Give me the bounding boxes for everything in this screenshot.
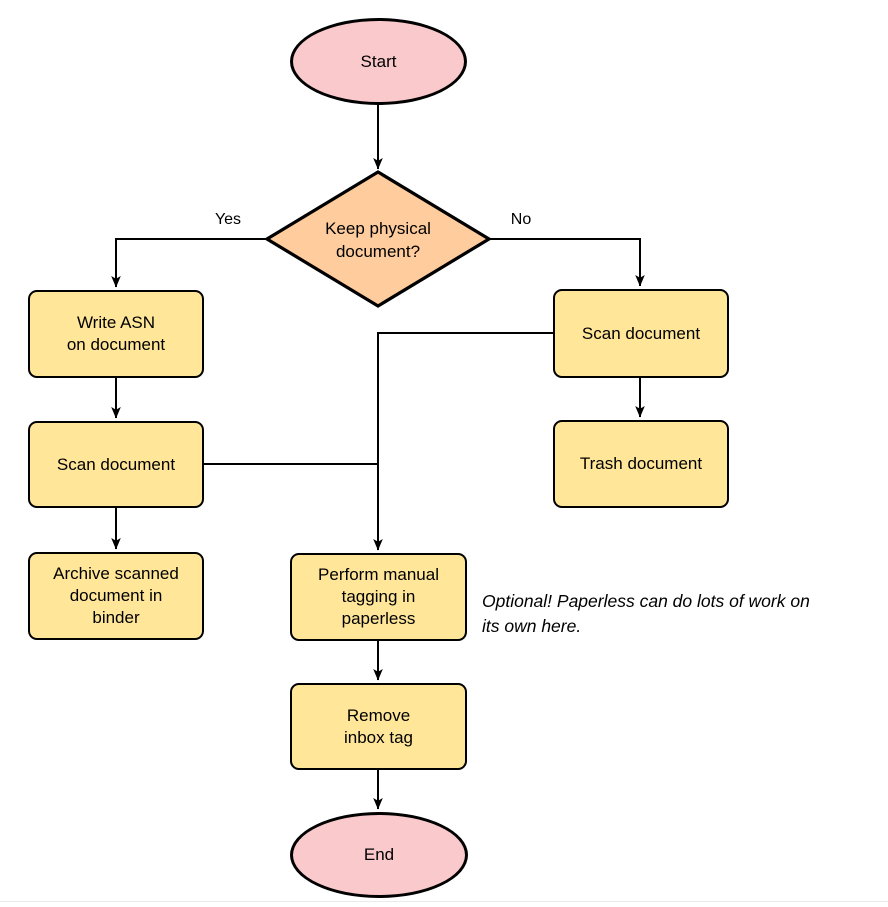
- node-manual-tagging: Perform manual tagging in paperless: [290, 553, 467, 641]
- edge-decision-yes-to-write-asn: [111, 238, 267, 288]
- node-end: End: [290, 812, 468, 898]
- annotation-note: Optional! Paperless can do lots of work …: [482, 591, 810, 636]
- edge-label-yes: Yes: [214, 211, 242, 228]
- edge-label-no: No: [510, 211, 532, 228]
- node-scan-document-right: Scan document: [553, 289, 729, 378]
- node-start: Start: [290, 18, 467, 105]
- node-write-asn: Write ASN on document: [28, 290, 204, 378]
- bottom-divider: [0, 901, 888, 902]
- edge-scan-right-to-tagging: [373, 332, 553, 551]
- node-remove-inbox-tag: Remove inbox tag: [290, 683, 467, 770]
- node-decision-label: Keep physical document?: [325, 219, 431, 261]
- node-archive-in-binder: Archive scanned document in binder: [28, 552, 204, 640]
- node-trash-document: Trash document: [553, 420, 729, 508]
- edge-decision-no-to-scan-right: [489, 238, 645, 287]
- decision-diamond: [263, 170, 493, 308]
- node-scan-document-left: Scan document: [28, 421, 204, 508]
